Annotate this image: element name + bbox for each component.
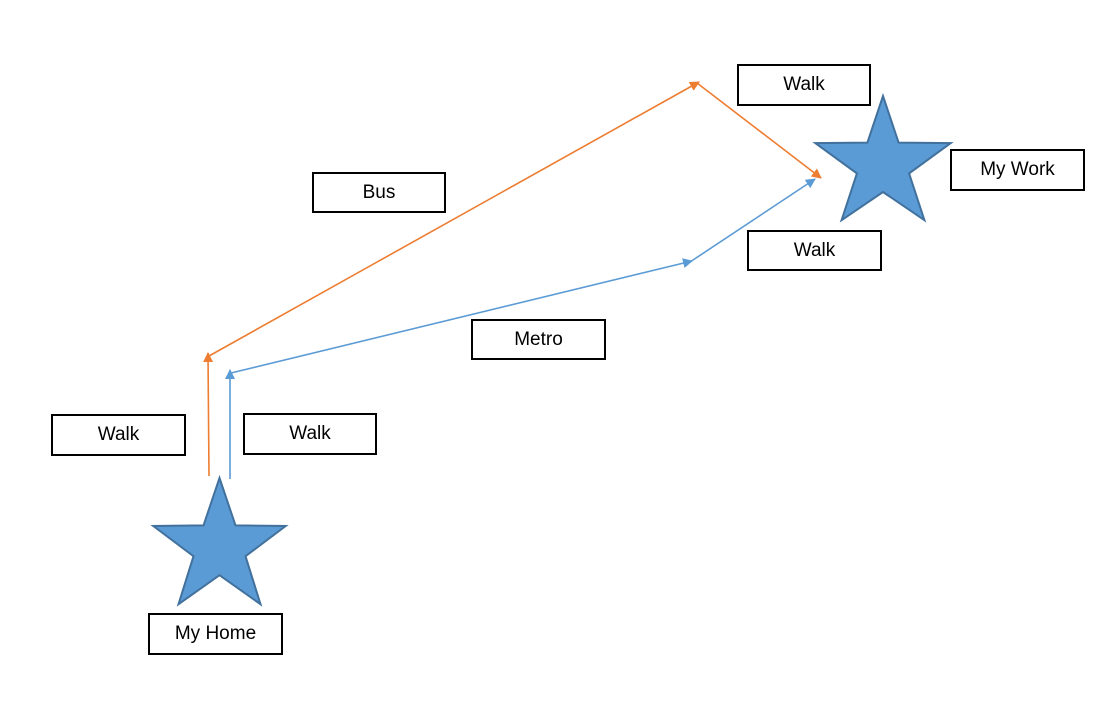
work-star-icon xyxy=(812,92,954,223)
walk-work-bus-arrow xyxy=(696,82,822,179)
walk-work-metro-arrow xyxy=(689,178,816,263)
metro-label: Metro xyxy=(471,319,606,360)
home-label: My Home xyxy=(148,613,283,655)
home-star-icon xyxy=(150,474,289,607)
bus-label: Bus xyxy=(312,172,446,213)
walk-label-work-bus: Walk xyxy=(737,64,871,106)
metro-arrow xyxy=(230,258,693,374)
walk-label-home-metro: Walk xyxy=(243,413,377,455)
walk-label-work-metro: Walk xyxy=(747,230,882,271)
bus-arrow xyxy=(208,81,700,357)
walk-label-home-bus: Walk xyxy=(51,414,186,456)
work-label: My Work xyxy=(950,149,1085,191)
walk-home-bus-arrow xyxy=(203,352,214,477)
